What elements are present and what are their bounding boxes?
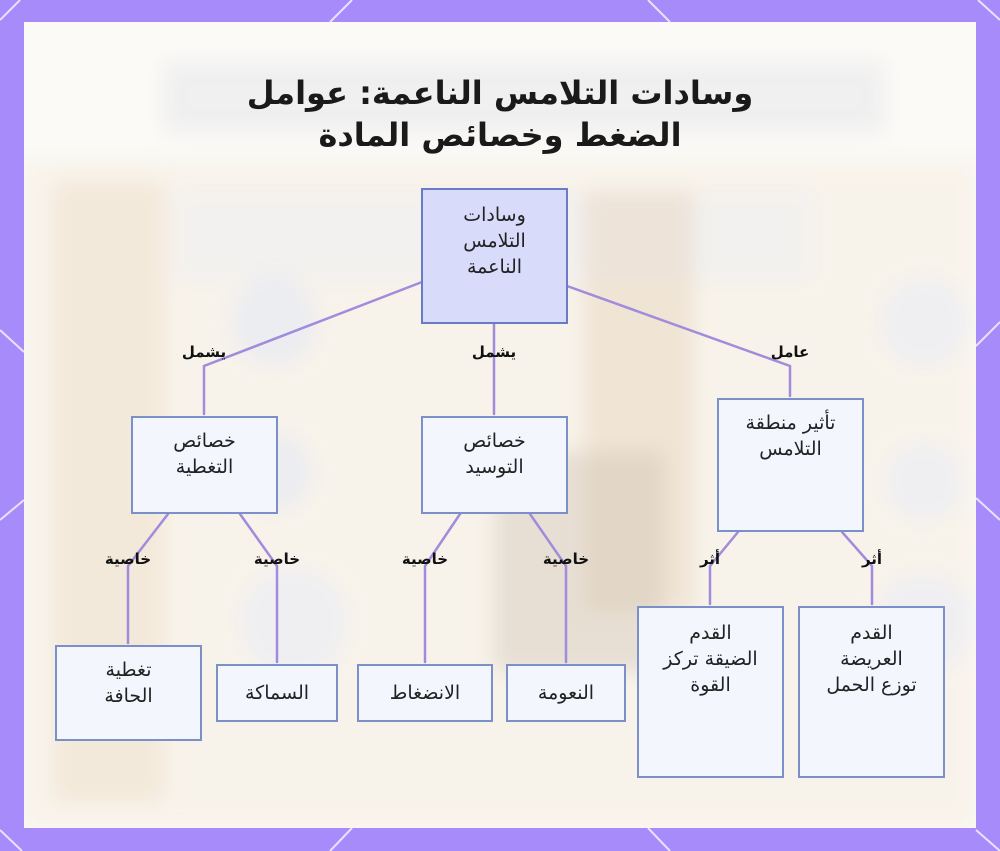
node-softness-label: النعومة [537,682,595,704]
diagram-title: وسادات التلامس الناعمة: عوامل الضغط وخصا… [0,72,1000,156]
node-wide-foot: القدم العريضة توزع الحمل [798,606,945,778]
node-softness: النعومة [506,664,626,722]
edge-root-coverage [202,280,424,416]
node-coverage-properties: خصائص التغطية [131,416,278,514]
node-narrow-foot: القدم الضيقة تركز القوة [637,606,784,778]
edge-cushioning-compression [423,512,462,664]
edge-contact-narrow [708,530,740,606]
node-wide-foot-line-1: القدم [850,622,893,644]
edge-label-property-2: خاصية [253,550,301,568]
edge-root-contact [565,284,792,398]
node-wide-foot-line-2: العريضة [840,648,903,670]
edge-label-includes-left: يشمل [181,343,227,361]
edge-coverage-edge [126,512,170,645]
node-contact-line-2: التلامس [759,438,822,460]
node-wide-foot-line-3: توزع الحمل [826,674,917,696]
title-line-2: الضغط وخصائص المادة [318,116,682,154]
node-contact-area-effect: تأثير منطقة التلامس [717,398,864,532]
node-thickness: السماكة [216,664,338,722]
title-line-1: وسادات التلامس الناعمة: عوامل [246,74,754,112]
node-contact-line-1: تأثير منطقة [745,412,836,434]
node-compression: الانضغاط [357,664,493,722]
node-coverage-line-1: خصائص [173,430,236,452]
node-thickness-label: السماكة [244,682,310,704]
edge-label-factor: عامل [770,343,810,361]
node-cushioning-line-1: خصائص [463,430,526,452]
node-root-line-1: وسادات [463,204,526,226]
node-coverage-line-2: التغطية [175,456,234,478]
node-soft-contact-pads: وسادات التلامس الناعمة [421,188,568,324]
edge-label-property-3: خاصية [401,550,449,568]
node-narrow-foot-line-1: القدم [689,622,732,644]
edge-coverage-thickness [238,512,279,664]
edge-label-effect-2: أثر [861,550,883,568]
edge-label-property-4: خاصية [542,550,590,568]
node-compression-label: الانضغاط [389,682,461,704]
node-cushioning-properties: خصائص التوسيد [421,416,568,514]
node-edge-coverage-line-2: الحافة [104,685,153,707]
node-edge-coverage: تغطية الحافة [55,645,202,741]
edge-label-property-1: خاصية [104,550,152,568]
edge-contact-wide [840,530,874,606]
edge-cushioning-softness [528,512,568,664]
node-root-line-2: التلامس [463,230,526,252]
edge-label-includes-center: يشمل [471,343,517,361]
node-root-line-3: الناعمة [466,256,523,278]
node-narrow-foot-line-2: الضيقة تركز [663,648,758,670]
node-cushioning-line-2: التوسيد [465,456,524,478]
edge-label-effect-1: أثر [699,550,721,568]
node-edge-coverage-line-1: تغطية [105,659,152,681]
node-narrow-foot-line-3: القوة [690,674,731,696]
